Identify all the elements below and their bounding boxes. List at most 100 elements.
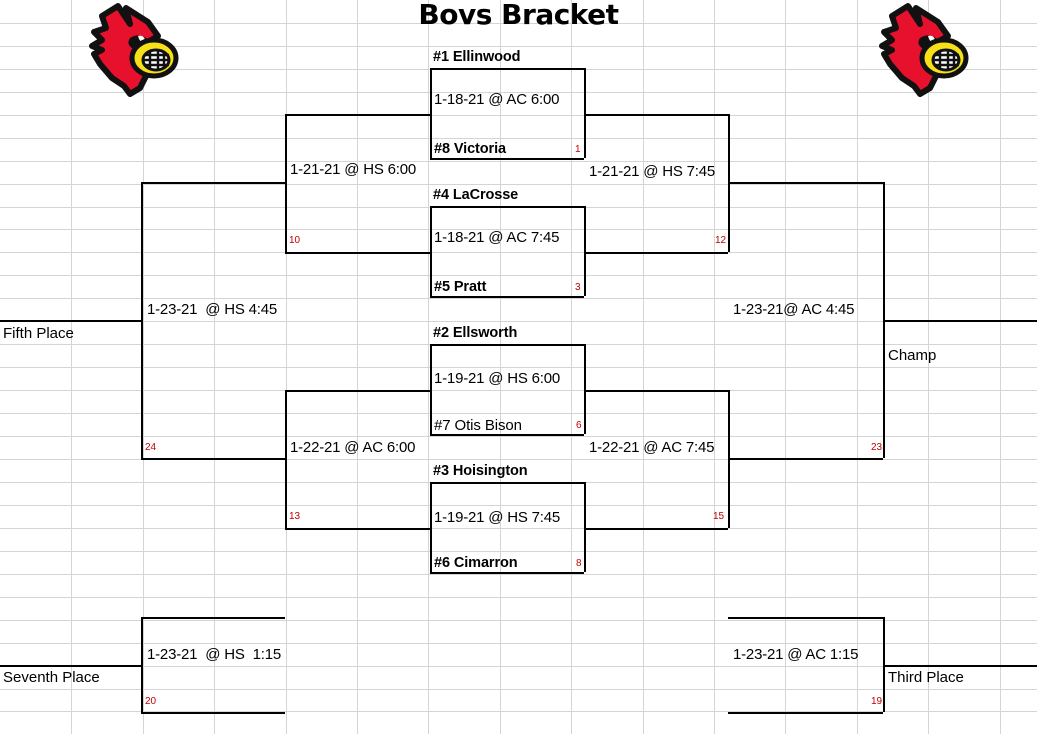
championship-output-line: [883, 320, 1037, 322]
semi-game15-number: 15: [713, 511, 725, 522]
r1-game3-box-right: [584, 206, 586, 296]
r1-game6-number: 6: [576, 420, 582, 431]
grid-row-line: [0, 390, 1037, 391]
grid-row-line: [0, 298, 1037, 299]
fifth-place-box-left: [141, 182, 143, 458]
fifth-place-box-top: [141, 182, 285, 184]
r1-game8-top-team: #3 Hoisington: [433, 463, 528, 479]
seventh-place-box-top: [141, 617, 285, 619]
r1-game3-top-team: #4 LaCrosse: [433, 187, 519, 203]
seventh-place-box-bottom: [141, 712, 285, 714]
r1-game3-number: 3: [575, 282, 581, 293]
grid-column-line: [1000, 0, 1001, 734]
r1-game3-matchup: 1-18-21 @ AC 7:45: [434, 229, 560, 246]
r1-game6-box-top: [430, 344, 584, 346]
grid-column-line: [143, 0, 144, 734]
r1-game3-bottom-team: #5 Pratt: [434, 279, 487, 295]
fifth-place-label: Fifth Place: [3, 325, 74, 342]
semi-game13-number: 13: [289, 511, 301, 522]
r1-game8-box-right: [584, 482, 586, 572]
r1-game8-box-left: [430, 482, 432, 572]
r1-game6-box-left: [430, 344, 432, 434]
grid-column-line: [571, 0, 572, 734]
r1-game6-matchup: 1-19-21 @ HS 6:00: [434, 370, 561, 387]
semi-game10-box-bottom: [285, 252, 431, 254]
semi-game15-box-top: [584, 390, 728, 392]
grid-row-line: [0, 436, 1037, 437]
grid-column-line: [643, 0, 644, 734]
fifth-place-box-bottom: [141, 458, 285, 460]
grid-row-line: [0, 689, 1037, 690]
r1-game1-box-left: [430, 68, 432, 158]
grid-row-line: [0, 666, 1037, 667]
seventh-place-matchup: 1-23-21 @ HS 1:15: [147, 646, 281, 663]
r1-game8-box-top: [430, 482, 584, 484]
r1-game1-matchup: 1-18-21 @ AC 6:00: [434, 91, 560, 108]
grid-column-line: [357, 0, 358, 734]
r1-game6-box-right: [584, 344, 586, 434]
semi-game12-number: 12: [715, 235, 727, 246]
semi-game10-number: 10: [289, 235, 301, 246]
fifth-place-output-line: [0, 320, 141, 322]
third-place-matchup: 1-23-21 @ AC 1:15: [733, 646, 859, 663]
r1-game6-box-bottom: [430, 434, 584, 436]
grid-column-line: [428, 0, 429, 734]
grid-row-line: [0, 620, 1037, 621]
r1-game3-box-left: [430, 206, 432, 296]
semi-game13-box-top: [285, 390, 431, 392]
semi-game12-box-bottom: [584, 252, 728, 254]
fifth-place-number: 24: [145, 442, 157, 453]
cardinal-logo-left: [89, 3, 179, 97]
seventh-place-number: 20: [145, 696, 157, 707]
r1-game8-bottom-team: #6 Cimarron: [434, 555, 518, 571]
semi-game13-box-left: [285, 390, 287, 528]
semi-game13-matchup: 1-22-21 @ AC 6:00: [290, 439, 416, 456]
semi-game10-box-top: [285, 114, 431, 116]
r1-game1-box-top: [430, 68, 584, 70]
grid-row-line: [0, 551, 1037, 552]
grid-column-line: [214, 0, 215, 734]
championship-box-bottom: [728, 458, 883, 460]
grid-row-line: [0, 184, 1037, 185]
grid-row-line: [0, 252, 1037, 253]
grid-row-line: [0, 597, 1037, 598]
third-place-box-top: [728, 617, 883, 619]
third-place-box-right: [883, 617, 885, 712]
fifth-place-matchup: 1-23-21 @ HS 4:45: [147, 301, 278, 318]
semi-game15-box-bottom: [584, 528, 728, 530]
semi-game12-box-top: [584, 114, 728, 116]
championship-label: Champ: [888, 347, 937, 364]
grid-row-line: [0, 115, 1037, 116]
r1-game1-bottom-team: #8 Victoria: [434, 141, 506, 157]
semi-game13-box-bottom: [285, 528, 431, 530]
r1-game6-top-team: #2 Ellsworth: [433, 325, 518, 341]
third-place-box-bottom: [728, 712, 883, 714]
grid-column-line: [714, 0, 715, 734]
grid-row-line: [0, 643, 1037, 644]
grid-row-line: [0, 505, 1037, 506]
grid-column-line: [286, 0, 287, 734]
grid-row-line: [0, 321, 1037, 322]
grid-row-line: [0, 574, 1037, 575]
grid-column-line: [785, 0, 786, 734]
championship-number: 23: [871, 442, 883, 453]
r1-game8-number: 8: [576, 558, 582, 569]
r1-game1-box-bottom: [430, 158, 584, 160]
grid-column-line: [928, 0, 929, 734]
r1-game3-box-top: [430, 206, 584, 208]
semi-game15-matchup: 1-22-21 @ AC 7:45: [589, 439, 715, 456]
r1-game1-number: 1: [575, 144, 581, 155]
seventh-place-box-left: [141, 617, 143, 712]
grid-row-line: [0, 367, 1037, 368]
grid-row-line: [0, 413, 1037, 414]
r1-game8-matchup: 1-19-21 @ HS 7:45: [434, 509, 561, 526]
championship-matchup: 1-23-21@ AC 4:45: [733, 301, 855, 318]
seventh-place-label: Seventh Place: [3, 669, 100, 686]
r1-game6-bottom-team: #7 Otis Bison: [434, 417, 522, 434]
grid-row-line: [0, 275, 1037, 276]
grid-row-line: [0, 138, 1037, 139]
third-place-label: Third Place: [888, 669, 964, 686]
seventh-place-output-line: [0, 665, 141, 667]
